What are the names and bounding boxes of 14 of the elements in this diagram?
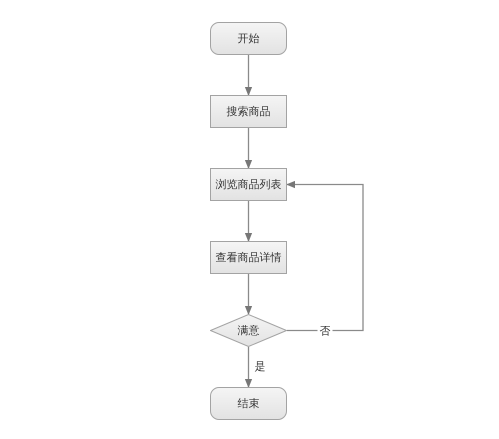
arrow xyxy=(244,201,252,242)
decision-diamond: 满意 xyxy=(210,314,287,347)
terminal-box: 开始 xyxy=(210,22,287,55)
process-box: 搜索商品 xyxy=(210,95,287,128)
process-box: 查看商品详情 xyxy=(210,241,287,274)
arrow xyxy=(244,347,252,388)
arrow xyxy=(286,180,364,332)
edge-label: 是 xyxy=(252,360,268,373)
arrow xyxy=(244,274,252,314)
process-box: 浏览商品列表 xyxy=(210,168,287,201)
arrow xyxy=(244,128,252,168)
edge-label: 否 xyxy=(318,324,332,337)
terminal-box: 结束 xyxy=(210,387,287,420)
arrow xyxy=(244,55,252,96)
